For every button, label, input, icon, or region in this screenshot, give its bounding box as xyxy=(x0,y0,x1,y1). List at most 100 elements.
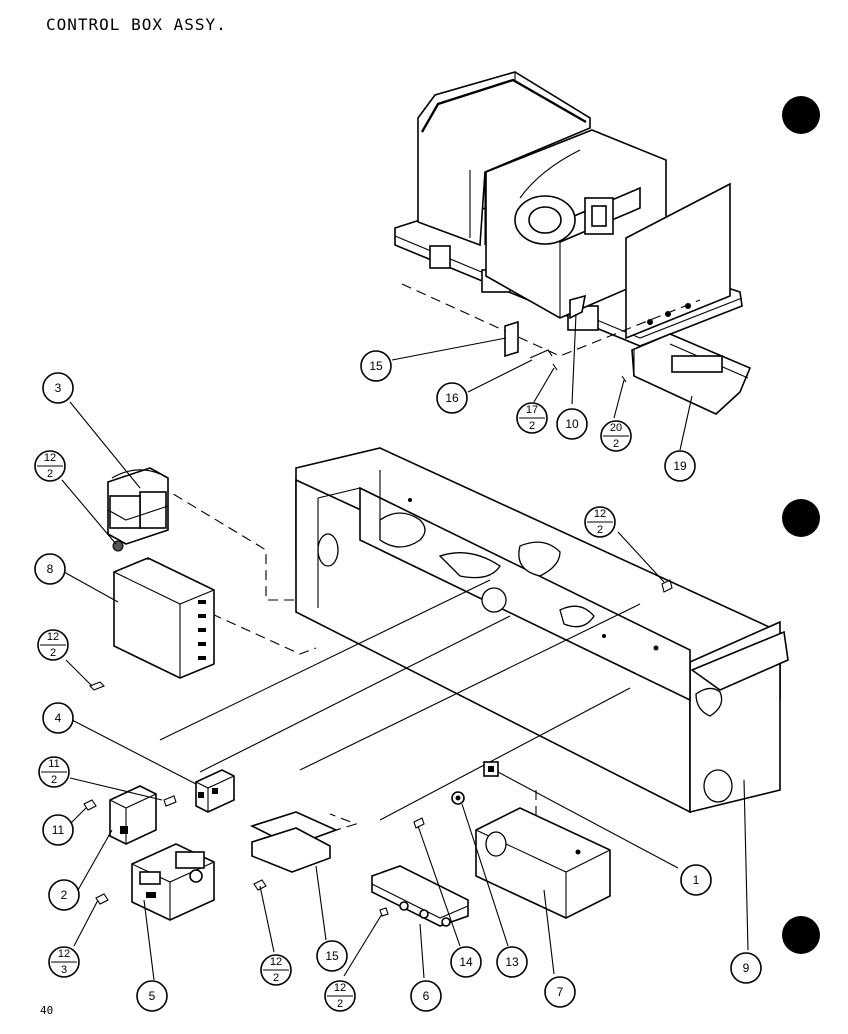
punch-hole-top xyxy=(782,96,820,134)
screw-14 xyxy=(413,817,425,829)
screw-12-strip xyxy=(379,907,389,917)
callout-17-2: 17 2 xyxy=(516,402,548,434)
bracket-19 xyxy=(631,333,752,415)
punch-hole-bottom xyxy=(782,916,820,954)
clip-1 xyxy=(483,761,499,777)
plate-15 xyxy=(249,811,339,873)
svg-text:5: 5 xyxy=(149,989,156,1003)
svg-text:2: 2 xyxy=(597,524,603,536)
svg-text:15: 15 xyxy=(325,949,339,963)
dashed-leader-transformer xyxy=(159,485,296,601)
svg-text:2: 2 xyxy=(47,468,53,480)
leader-terminal xyxy=(379,687,631,821)
svg-text:3: 3 xyxy=(55,381,62,395)
bracket-10 xyxy=(569,294,587,320)
callout-11: 11 xyxy=(42,814,74,846)
svg-text:12: 12 xyxy=(270,956,282,968)
callout-6: 6 xyxy=(410,980,442,1012)
svg-text:13: 13 xyxy=(505,955,519,969)
relay-4 xyxy=(195,769,235,813)
cover-7 xyxy=(475,807,611,919)
svg-text:2: 2 xyxy=(51,774,57,786)
callout-19: 19 xyxy=(664,450,696,482)
svg-text:4: 4 xyxy=(55,711,62,725)
svg-text:12: 12 xyxy=(594,508,606,520)
callout-4: 4 xyxy=(42,702,74,734)
callout-7: 7 xyxy=(544,976,576,1008)
screw-12-box xyxy=(661,579,673,593)
svg-text:2: 2 xyxy=(337,998,343,1010)
dashed-leader-plate xyxy=(269,813,358,851)
svg-text:12: 12 xyxy=(58,948,70,960)
svg-text:11: 11 xyxy=(52,823,65,837)
punch-hole-middle xyxy=(782,499,820,537)
svg-text:6: 6 xyxy=(423,989,430,1003)
svg-text:2: 2 xyxy=(61,888,68,902)
leader-center-tray xyxy=(299,603,641,771)
callout-13: 13 xyxy=(496,946,528,978)
svg-text:2: 2 xyxy=(50,647,56,659)
bracket-15-upper xyxy=(504,320,519,358)
callout-15-lower: 15 xyxy=(316,940,348,972)
page-number: 40 xyxy=(40,1004,53,1017)
callout-12-2-box: 12 2 xyxy=(584,506,616,538)
callout-leaders xyxy=(61,313,749,981)
svg-text:12: 12 xyxy=(334,982,346,994)
control-box-9 xyxy=(295,447,789,814)
svg-text:11: 11 xyxy=(48,758,59,770)
callout-3: 3 xyxy=(42,372,74,404)
svg-text:17: 17 xyxy=(526,404,538,416)
svg-text:9: 9 xyxy=(743,961,750,975)
screw-12-board xyxy=(89,681,105,691)
relay-2 xyxy=(109,785,157,845)
clip-16 xyxy=(529,349,553,359)
svg-text:3: 3 xyxy=(61,964,67,976)
callout-2: 2 xyxy=(48,879,80,911)
screw-12-contactor xyxy=(95,893,109,905)
leader-relay xyxy=(159,579,491,741)
callout-11-2: 11 2 xyxy=(38,756,70,788)
svg-text:12: 12 xyxy=(47,631,59,643)
screw-20 xyxy=(621,375,627,383)
svg-text:14: 14 xyxy=(459,955,473,969)
terminal-strip-6 xyxy=(371,865,469,927)
callout-1: 1 xyxy=(680,864,712,896)
callout-12-2-transformer: 12 2 xyxy=(34,450,66,482)
svg-text:2: 2 xyxy=(613,438,619,450)
callout-9: 9 xyxy=(730,952,762,984)
screw-11-relay xyxy=(163,795,177,807)
svg-text:1: 1 xyxy=(693,873,700,887)
callout-20-2: 20 2 xyxy=(600,420,632,452)
svg-text:16: 16 xyxy=(445,391,459,405)
contactor-5 xyxy=(131,843,215,921)
screw-12-plate xyxy=(253,879,267,891)
callout-14: 14 xyxy=(450,946,482,978)
svg-text:2: 2 xyxy=(529,420,535,432)
svg-text:12: 12 xyxy=(44,452,56,464)
diagram-title: CONTROL BOX ASSY. xyxy=(46,15,227,34)
callout-5: 5 xyxy=(136,980,168,1012)
svg-text:10: 10 xyxy=(565,417,579,431)
callout-12-2-board: 12 2 xyxy=(37,629,69,661)
svg-text:7: 7 xyxy=(557,985,564,999)
callout-15-upper: 15 xyxy=(360,350,392,382)
air-handler-unit xyxy=(394,71,743,357)
svg-text:20: 20 xyxy=(610,422,622,434)
callout-12-2-strip: 12 2 xyxy=(324,980,356,1012)
svg-text:15: 15 xyxy=(369,359,383,373)
dashed-leader-board xyxy=(211,613,317,655)
svg-text:8: 8 xyxy=(47,562,54,576)
callout-12-2-plate: 12 2 xyxy=(260,954,292,986)
leader-capacitor xyxy=(199,615,511,773)
screw-11 xyxy=(83,799,97,811)
callout-10: 10 xyxy=(556,408,588,440)
callout-16: 16 xyxy=(436,382,468,414)
callout-12-3: 12 3 xyxy=(48,946,80,978)
control-board-8 xyxy=(113,557,215,679)
callout-8: 8 xyxy=(34,553,66,585)
screw-17 xyxy=(552,363,558,371)
svg-text:2: 2 xyxy=(273,972,279,984)
transformer-3 xyxy=(107,467,169,545)
svg-text:19: 19 xyxy=(673,459,687,473)
